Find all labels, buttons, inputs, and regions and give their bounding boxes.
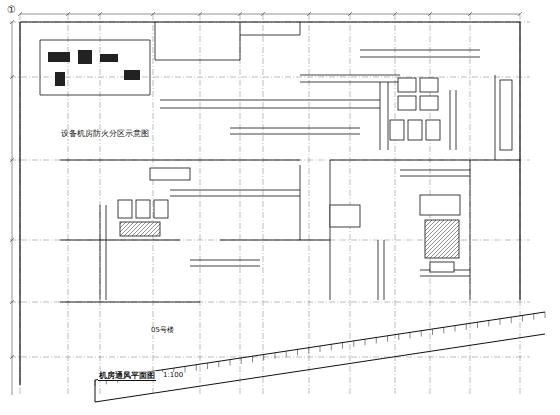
stroke (95, 380, 96, 386)
stroke (376, 338, 377, 344)
axis-number: ① (6, 4, 17, 15)
stroke (320, 346, 321, 352)
stroke (365, 339, 366, 345)
stroke (443, 327, 444, 333)
stroke (410, 332, 411, 338)
stroke (263, 355, 264, 361)
stroke (308, 348, 309, 354)
stroke (10, 355, 14, 359)
stroke (533, 314, 534, 320)
stroke (428, 12, 432, 16)
stroke (393, 12, 397, 16)
stroke (68, 14, 69, 395)
stroke (10, 75, 14, 79)
stroke (198, 12, 202, 16)
stroke (153, 14, 154, 395)
stroke (466, 324, 467, 330)
stroke (500, 319, 501, 325)
stroke (10, 20, 14, 24)
stroke (10, 300, 14, 304)
stroke (511, 317, 512, 323)
stroke (230, 360, 231, 366)
stroke (275, 353, 276, 359)
stroke (196, 365, 197, 371)
stroke (241, 358, 242, 364)
stroke (518, 12, 522, 16)
stroke (477, 322, 478, 328)
stroke (309, 14, 310, 395)
stroke (10, 160, 530, 161)
stroke (18, 12, 22, 16)
stroke (238, 12, 242, 16)
stroke (263, 14, 264, 395)
stroke (207, 363, 208, 369)
stroke (100, 14, 101, 395)
stroke (12, 22, 13, 395)
stroke (10, 238, 14, 242)
stroke (488, 321, 489, 327)
stroke (387, 336, 388, 342)
stroke (252, 356, 253, 362)
stroke (66, 12, 70, 16)
stroke (545, 312, 546, 318)
stroke (240, 14, 241, 395)
stroke (307, 12, 311, 16)
building-label: 05号楼 (150, 327, 175, 335)
stroke (151, 12, 155, 16)
stroke (522, 315, 523, 321)
inset-title: 设备机房防火分区示意图 (60, 130, 150, 139)
stroke (286, 351, 287, 357)
stroke (331, 344, 332, 350)
stroke (10, 302, 530, 303)
stroke (353, 341, 354, 347)
stroke (455, 326, 456, 332)
stroke (350, 14, 351, 395)
stroke (185, 366, 186, 372)
stroke (10, 357, 530, 358)
stroke (421, 331, 422, 337)
stroke (342, 343, 343, 349)
stroke (261, 12, 265, 16)
stroke (10, 158, 14, 162)
stroke (98, 12, 102, 16)
stroke (395, 14, 396, 395)
stroke (348, 12, 352, 16)
drawing-title: 机房通风平面图 (98, 371, 156, 381)
stroke (398, 334, 399, 340)
stroke (20, 14, 520, 15)
stroke (468, 12, 472, 16)
scale-note: 1:100 (162, 372, 184, 380)
stroke (218, 361, 219, 367)
stroke (10, 77, 530, 78)
stroke (200, 14, 201, 395)
stroke (297, 349, 298, 355)
stroke (432, 329, 433, 335)
